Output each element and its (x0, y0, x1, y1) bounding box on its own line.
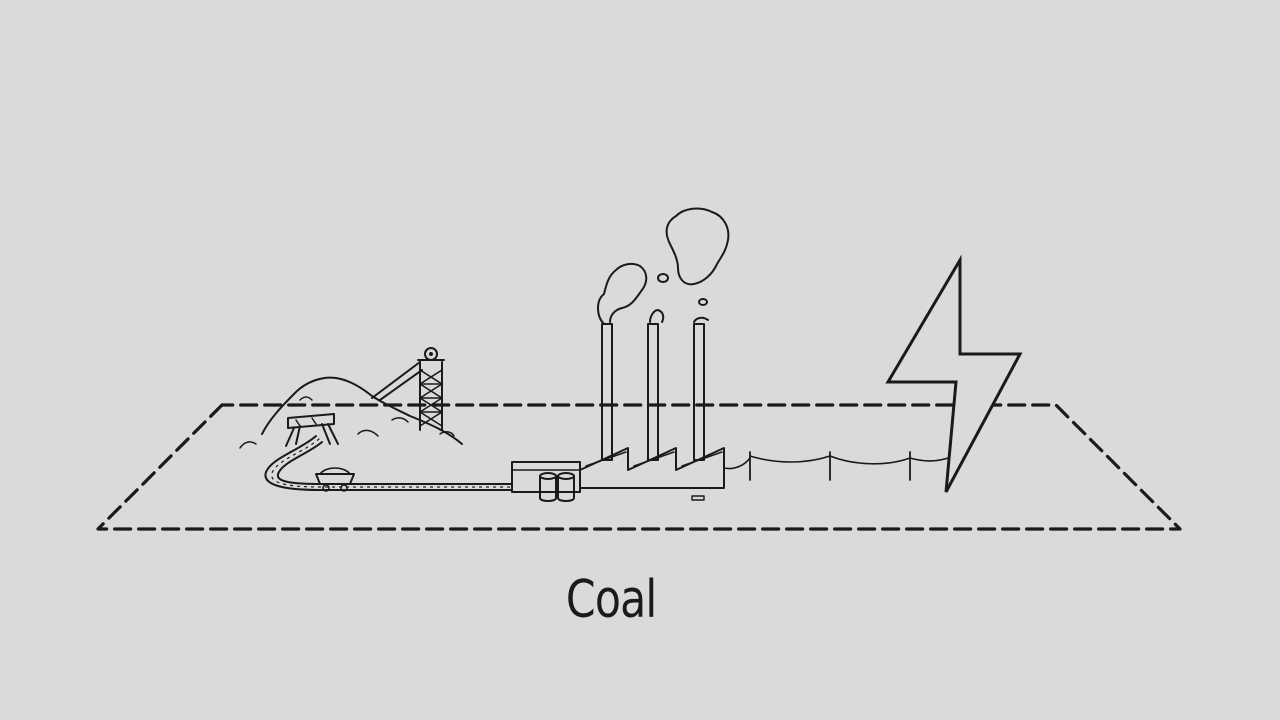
rail-track (264, 435, 513, 491)
smokestack (601, 323, 705, 461)
power-line (723, 451, 949, 481)
smoke-cloud (597, 207, 730, 325)
mine-entrance (285, 413, 339, 447)
storage-tanks (539, 472, 575, 502)
caption-coal: Coal (565, 570, 657, 630)
ground-plot (96, 403, 1182, 531)
coal-pile (239, 376, 463, 449)
mine-headframe (371, 347, 445, 431)
lightning-bolt-icon (885, 254, 1023, 493)
mine-cart (315, 467, 355, 492)
